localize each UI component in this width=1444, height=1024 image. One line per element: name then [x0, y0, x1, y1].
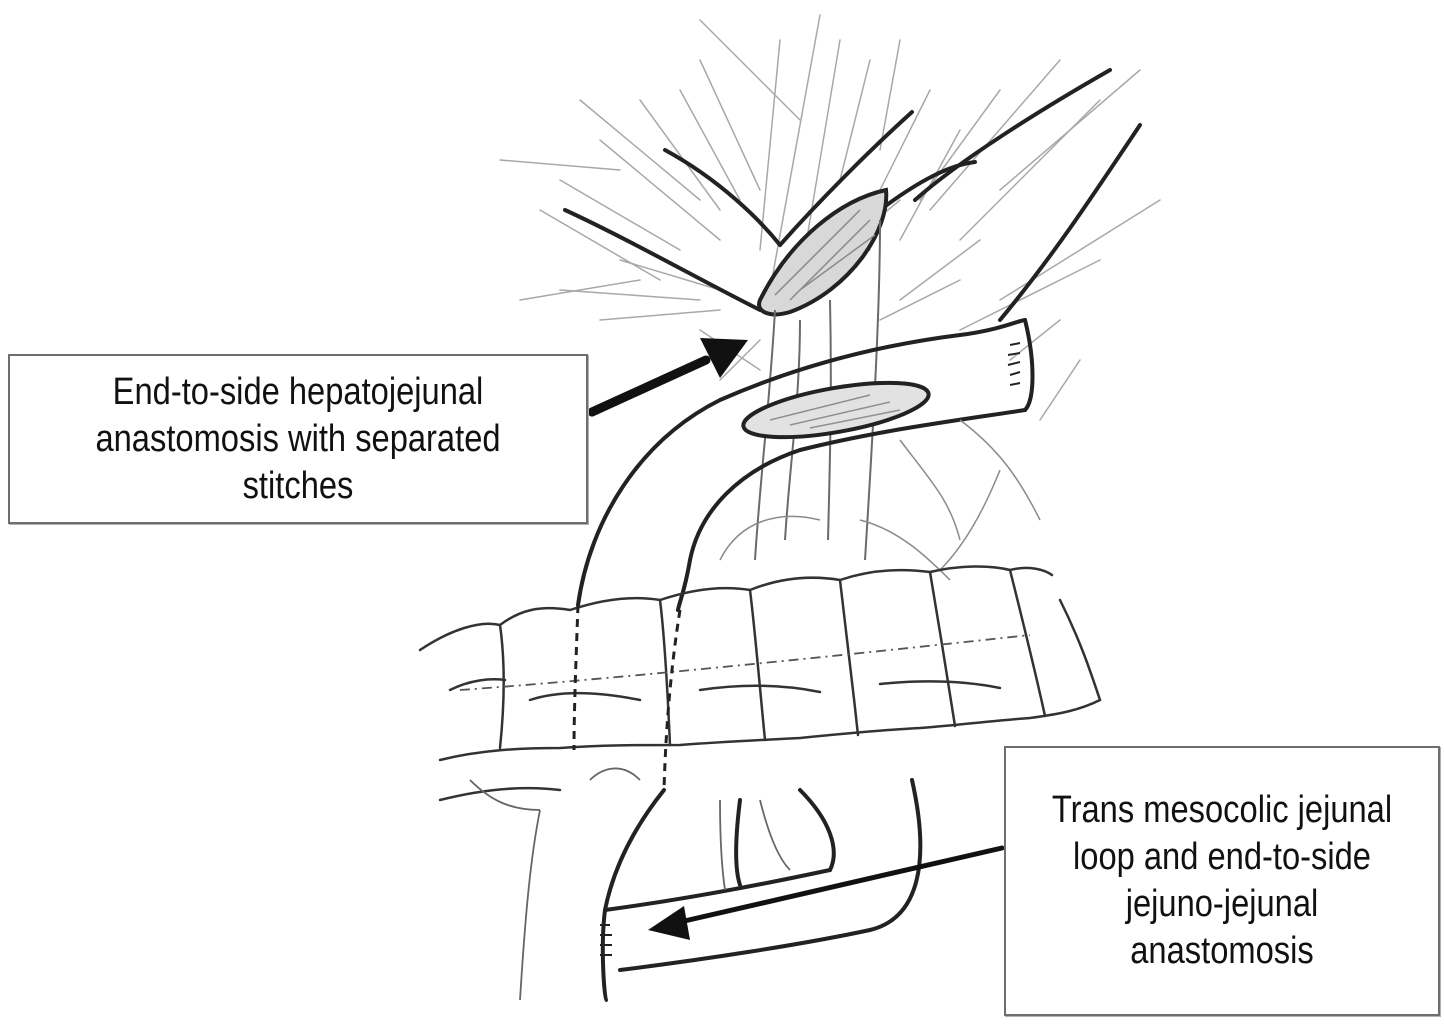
hepatic-ducts — [563, 68, 1142, 322]
arrow-top — [587, 338, 748, 417]
colon-taenia — [459, 634, 1031, 691]
stitches-lower — [600, 924, 612, 956]
loop-detail-lines — [719, 419, 1041, 581]
duct-stump — [757, 187, 889, 317]
transverse-colon — [418, 565, 1102, 802]
jejunal-loop-upper — [576, 318, 1035, 612]
lower-loop-details — [469, 767, 791, 1001]
jejunal-loop-lower — [600, 778, 923, 1002]
label-hepatojejunal-text: End-to-side hepatojejunal anastomosis wi… — [95, 370, 501, 507]
label-jejunojejunal-anastomosis: Trans mesocolic jejunal loop and end-to-… — [1004, 746, 1440, 1016]
label-hepatojejunal-anastomosis: End-to-side hepatojejunal anastomosis wi… — [8, 354, 588, 524]
liver-hilum-hatching — [499, 14, 1161, 421]
loop-behind-colon — [572, 604, 682, 791]
stitches-upper — [1007, 342, 1021, 386]
hepatojejunal-anastomosis — [741, 380, 931, 440]
label-jejunojejunal-text: Trans mesocolic jejunal loop and end-to-… — [1051, 789, 1393, 972]
arrow-bottom — [648, 845, 1005, 940]
